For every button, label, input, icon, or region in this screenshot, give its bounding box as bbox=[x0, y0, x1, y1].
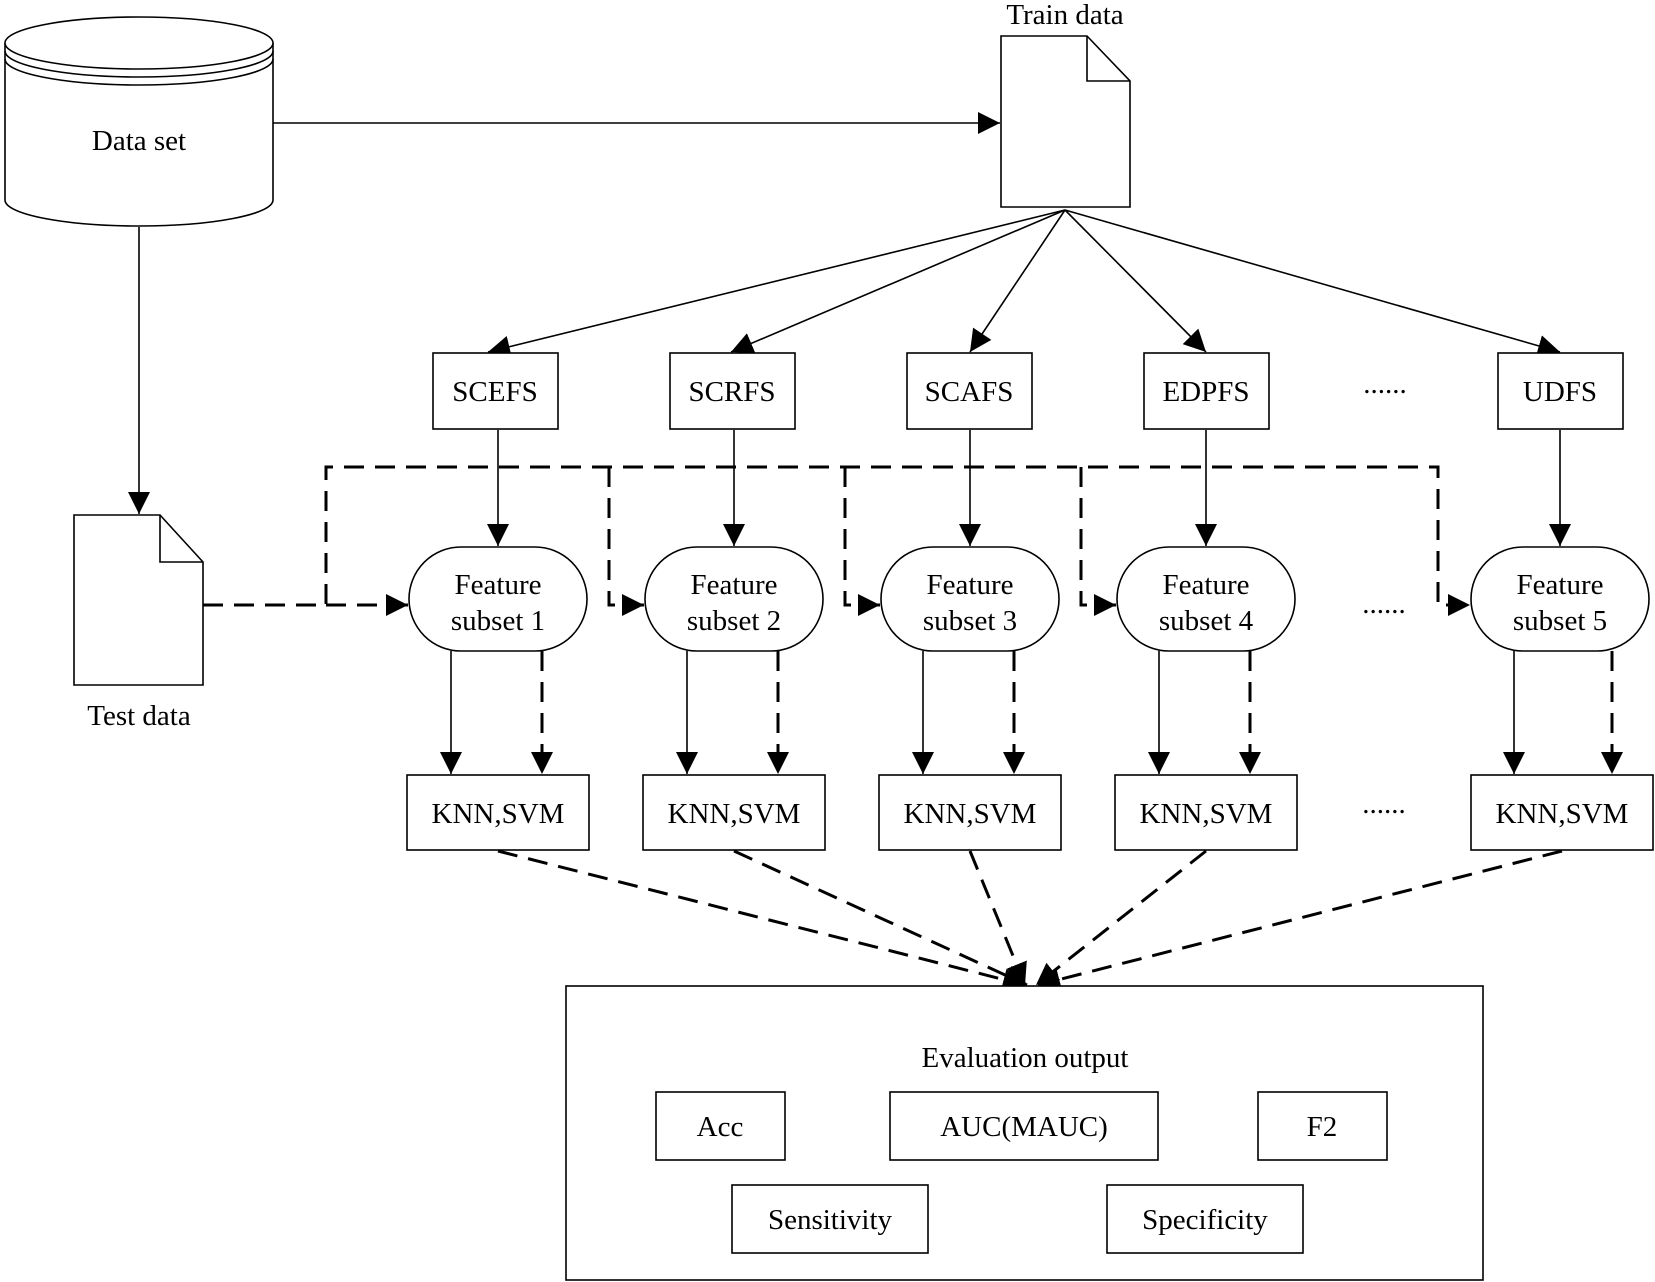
classifier-label-1: KNN,SVM bbox=[432, 798, 565, 830]
feature-subset-2: Feature subset 2 bbox=[644, 546, 824, 652]
metric-f2-label: F2 bbox=[1307, 1111, 1338, 1143]
method-label-1: SCEFS bbox=[452, 376, 537, 408]
feature-subset-4-line1: Feature bbox=[1163, 569, 1250, 601]
method-box-5: UDFS bbox=[1497, 352, 1624, 430]
feature-subset-4-line2: subset 4 bbox=[1159, 605, 1254, 637]
feature-subset-1-line1: Feature bbox=[455, 569, 542, 601]
metric-sensitivity: Sensitivity bbox=[731, 1184, 929, 1254]
feature-subset-row: Feature subset 1 Feature subset 2 Featur… bbox=[408, 546, 1650, 652]
arrow-train-to-method-5 bbox=[1064, 209, 1561, 357]
arrow-train-to-method-2 bbox=[730, 209, 1066, 354]
method-box-3: SCAFS bbox=[906, 352, 1033, 430]
classifier-to-evaluation-arrows bbox=[497, 849, 1563, 991]
feature-subset-1-line2: subset 1 bbox=[451, 605, 545, 637]
subset-ellipsis: ...... bbox=[1362, 588, 1406, 620]
data-set-label: Data set bbox=[92, 125, 186, 157]
metric-auc: AUC(MAUC) bbox=[889, 1091, 1159, 1161]
metric-f2: F2 bbox=[1257, 1091, 1388, 1161]
classifier-label-4: KNN,SVM bbox=[1140, 798, 1273, 830]
metric-acc: Acc bbox=[655, 1091, 786, 1161]
method-label-5: UDFS bbox=[1523, 376, 1597, 408]
dashed-test-to-subset-4 bbox=[1079, 467, 1116, 616]
dashed-test-to-subset-5 bbox=[203, 465, 1470, 616]
method-row: SCEFS SCRFS SCAFS EDPFS ...... UDFS bbox=[432, 352, 1624, 430]
classifier-ellipsis: ...... bbox=[1362, 788, 1406, 820]
classifier-box-1: KNN,SVM bbox=[406, 774, 590, 851]
feature-subset-5-line2: subset 5 bbox=[1513, 605, 1607, 637]
method-to-subset-arrows bbox=[487, 430, 1571, 546]
method-label-3: SCAFS bbox=[925, 376, 1014, 408]
test-data-label: Test data bbox=[87, 700, 191, 732]
feature-subset-2-line1: Feature bbox=[691, 569, 778, 601]
subset-to-classifier-arrows bbox=[440, 651, 1623, 774]
feature-subset-3-line2: subset 3 bbox=[923, 605, 1017, 637]
feature-subset-4: Feature subset 4 bbox=[1116, 546, 1296, 652]
feature-subset-3: Feature subset 3 bbox=[880, 546, 1060, 652]
classifier-box-2: KNN,SVM bbox=[642, 774, 826, 851]
method-ellipsis: ...... bbox=[1363, 368, 1407, 400]
dashed-test-to-subset-3 bbox=[843, 467, 880, 616]
feature-subset-1: Feature subset 1 bbox=[408, 546, 588, 652]
metric-acc-label: Acc bbox=[697, 1111, 744, 1143]
arrow-classifier-5-to-eval bbox=[1037, 849, 1563, 991]
method-box-4: EDPFS bbox=[1143, 352, 1270, 430]
arrow-train-to-method-1 bbox=[487, 209, 1066, 358]
train-data-label: Train data bbox=[1006, 0, 1123, 31]
data-set-cylinder: Data set bbox=[4, 16, 274, 227]
arrow-classifier-1-to-eval bbox=[497, 849, 1026, 991]
method-box-2: SCRFS bbox=[669, 352, 796, 430]
train-to-method-arrows bbox=[487, 209, 1561, 358]
test-data-document: Test data bbox=[73, 514, 204, 732]
arrow-classifier-4-to-eval bbox=[1035, 849, 1207, 987]
feature-subset-5-line1: Feature bbox=[1517, 569, 1604, 601]
classifier-label-3: KNN,SVM bbox=[904, 798, 1037, 830]
classifier-box-3: KNN,SVM bbox=[878, 774, 1062, 851]
test-data-dashed-routing bbox=[203, 465, 1470, 616]
arrow-train-to-method-3 bbox=[969, 209, 1066, 353]
feature-subset-2-line2: subset 2 bbox=[687, 605, 781, 637]
arrow-classifier-2-to-eval bbox=[733, 849, 1028, 987]
classifier-label-2: KNN,SVM bbox=[668, 798, 801, 830]
feature-subset-3-line1: Feature bbox=[927, 569, 1014, 601]
method-label-4: EDPFS bbox=[1162, 376, 1249, 408]
classifier-row: KNN,SVM KNN,SVM KNN,SVM KNN,SVM ...... K… bbox=[406, 774, 1654, 851]
classifier-box-4: KNN,SVM bbox=[1114, 774, 1298, 851]
method-box-1: SCEFS bbox=[432, 352, 559, 430]
feature-subset-5: Feature subset 5 bbox=[1470, 546, 1650, 652]
dashed-test-to-subset-2 bbox=[607, 467, 644, 616]
classifier-label-5: KNN,SVM bbox=[1496, 798, 1629, 830]
arrow-train-to-method-4 bbox=[1064, 209, 1207, 353]
metric-specificity: Specificity bbox=[1106, 1184, 1304, 1254]
arrow-classifier-3-to-eval bbox=[968, 850, 1027, 986]
metric-sensitivity-label: Sensitivity bbox=[768, 1204, 893, 1236]
classifier-box-5: KNN,SVM bbox=[1470, 774, 1654, 851]
train-data-document: Train data bbox=[1000, 0, 1131, 208]
evaluation-title: Evaluation output bbox=[922, 1042, 1129, 1074]
evaluation-output: Evaluation output Acc AUC(MAUC) F2 Sensi… bbox=[565, 985, 1484, 1281]
method-label-2: SCRFS bbox=[688, 376, 775, 408]
metric-auc-label: AUC(MAUC) bbox=[940, 1111, 1108, 1143]
metric-specificity-label: Specificity bbox=[1142, 1204, 1268, 1236]
